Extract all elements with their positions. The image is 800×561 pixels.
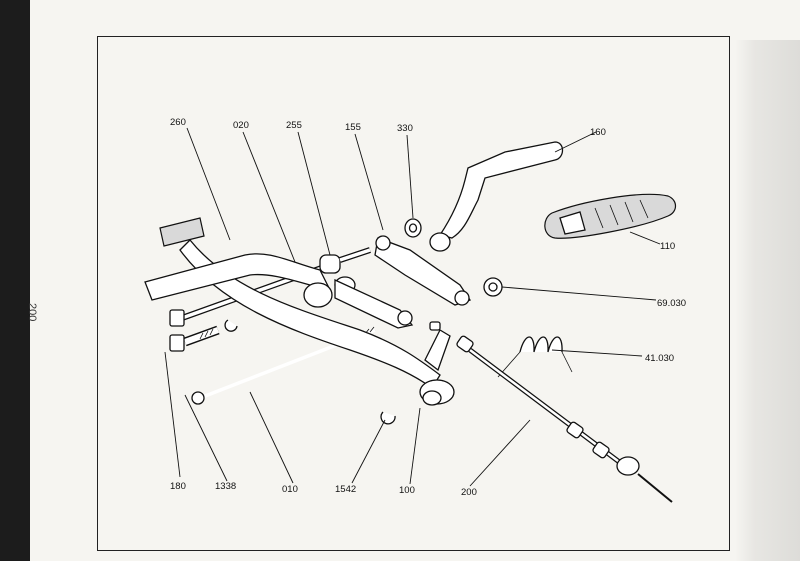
callout-160: 160	[590, 127, 606, 138]
part-330-nut	[404, 218, 422, 238]
callout-260: 260	[170, 117, 186, 128]
callout-255: 255	[286, 120, 302, 131]
diagram-frame	[97, 36, 730, 551]
callout-labels: 260 020 255 155 330 160 110 69.030 41.03…	[170, 117, 686, 498]
callout-69030: 69.030	[657, 298, 686, 309]
callout-110: 110	[660, 241, 675, 252]
part-160-gear-lever	[429, 141, 564, 252]
part-155-link-plate	[334, 235, 472, 329]
callout-1338: 1338	[215, 481, 236, 492]
leader-lines	[164, 127, 661, 487]
callout-010: 010	[282, 484, 298, 495]
part-1542-circlip	[380, 411, 396, 425]
part-200-brake-rod	[429, 321, 673, 503]
callout-41030: 41.030	[645, 353, 674, 364]
callout-330: 330	[397, 123, 413, 134]
part-1338-circlip	[224, 319, 238, 332]
callout-155: 155	[345, 122, 361, 133]
part-41030-spring	[497, 336, 573, 378]
callout-1542: 1542	[335, 484, 356, 495]
page-bleed-shadow	[735, 40, 800, 561]
callout-100: 100	[399, 485, 415, 496]
part-180-bolt	[169, 325, 220, 352]
part-69030-nut	[483, 277, 503, 297]
part-020-footrest-bracket	[144, 253, 333, 308]
part-110-footrest-rubber	[544, 193, 677, 239]
callout-200: 200	[461, 487, 477, 498]
callout-020: 020	[233, 120, 249, 131]
callout-180: 180	[170, 481, 186, 492]
part-260-pedal-lever	[159, 217, 455, 406]
